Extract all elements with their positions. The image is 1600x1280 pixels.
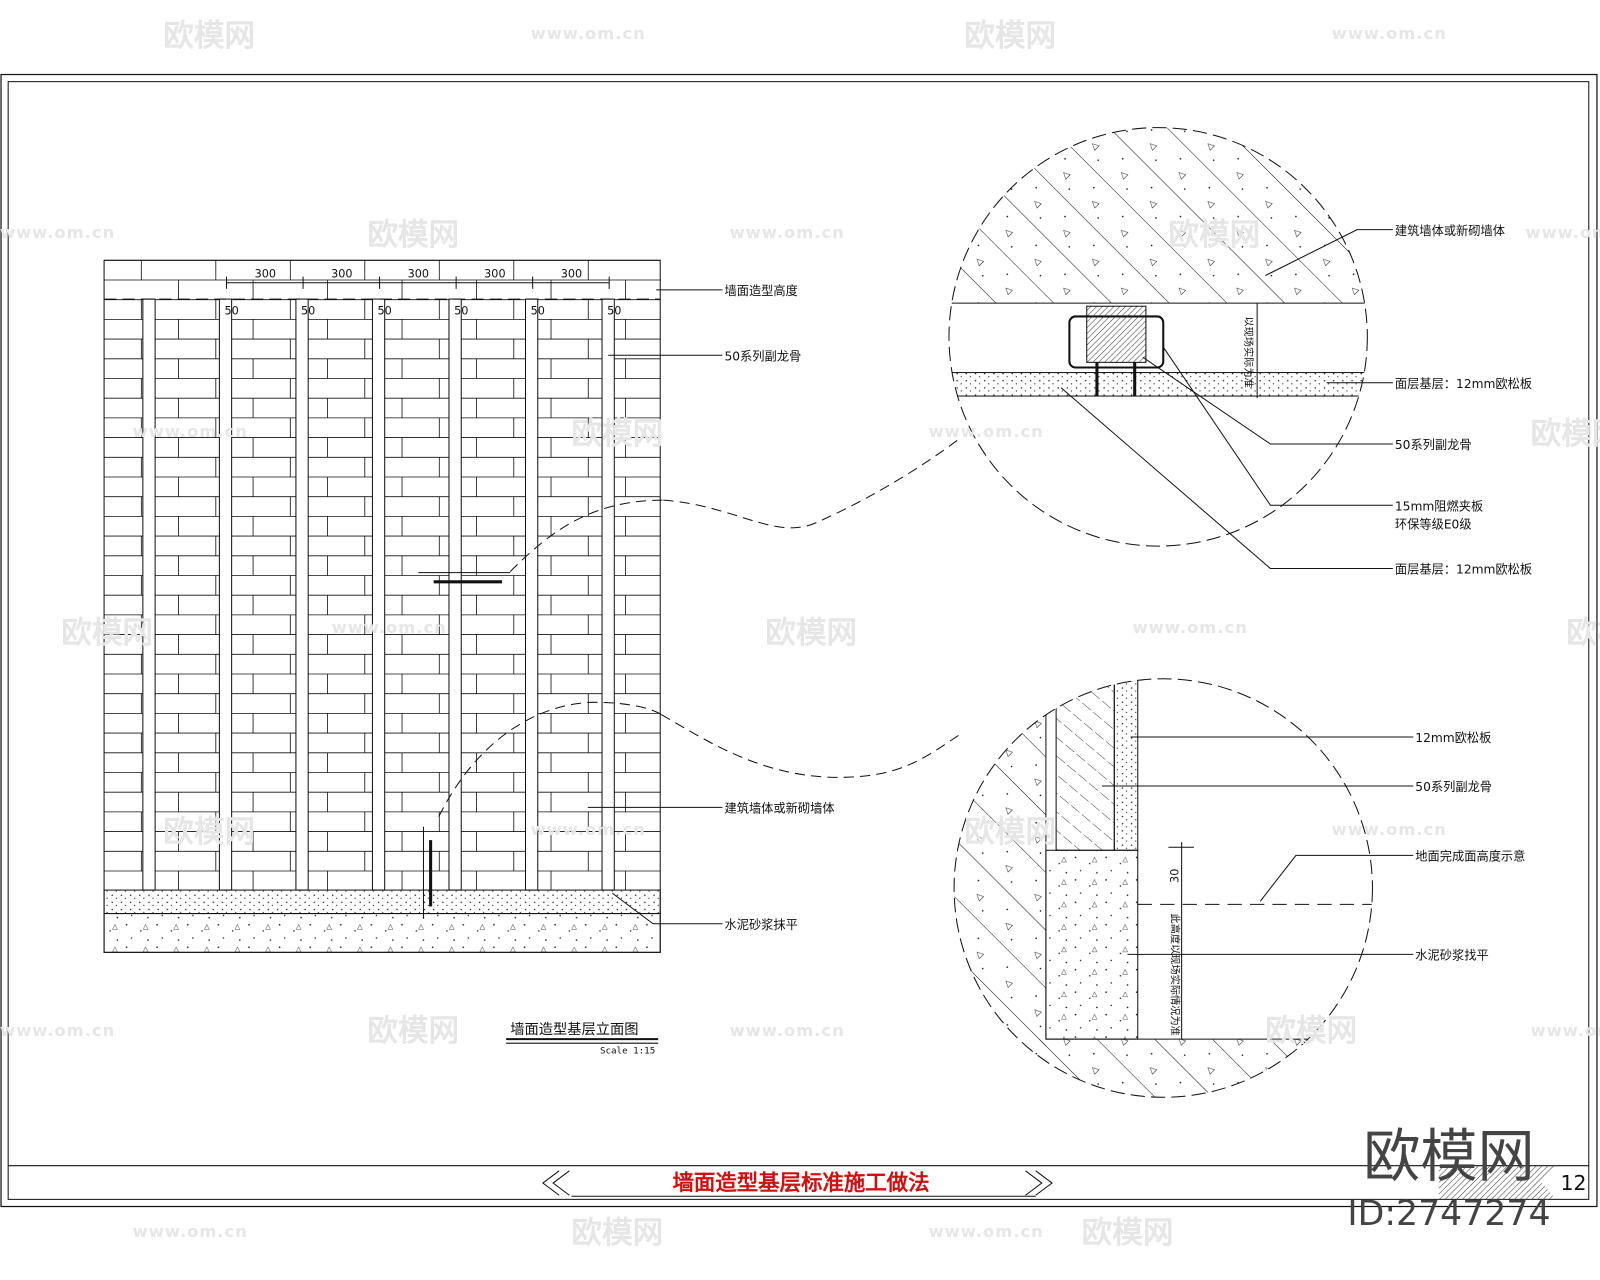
watermark-logo: 欧模网 xyxy=(163,19,255,54)
watermark-url: www.om.cn xyxy=(929,422,1044,441)
detail-callout-top xyxy=(663,438,960,529)
watermark-logo: 欧模网 xyxy=(367,218,459,253)
stud-width-dim: 50 xyxy=(301,304,315,317)
label-bottom-osb: 12mm欧松板 xyxy=(1415,731,1491,745)
title-bar-hatch xyxy=(1438,1165,1557,1200)
label-mortar: 水泥砂浆抹平 xyxy=(724,917,797,932)
stud-spacing-dim: 300 xyxy=(408,268,429,281)
sheet-title: 墙面造型基层标准施工做法 xyxy=(673,1170,930,1196)
stud-width-dim: 50 xyxy=(224,304,238,317)
wall-elevation: 50 50 50 50 50 50 300 300 300 300 300 xyxy=(103,259,661,953)
stud xyxy=(295,298,309,891)
watermark-url: www.om.cn xyxy=(0,223,115,242)
label-top-plywood-grade: 环保等级E0级 xyxy=(1395,518,1472,532)
watermark-logo: 欧模网 xyxy=(1566,616,1600,651)
detail-top-circle xyxy=(948,127,1368,547)
watermark-url: www.om.cn xyxy=(1526,223,1600,242)
detail-bottom-circle xyxy=(953,678,1373,1098)
elevation-title: 墙面造型基层立面图 xyxy=(510,1021,638,1038)
watermark-url: www.om.cn xyxy=(133,422,248,441)
label-bottom-mortar: 水泥砂浆找平 xyxy=(1415,947,1488,962)
watermark-logo: 欧模网 xyxy=(964,815,1056,850)
elevation-scale: Scale 1:15 xyxy=(600,1045,655,1056)
stud xyxy=(448,298,462,891)
top-vertical-note: 以现场实际为准 xyxy=(1242,316,1255,387)
watermark-logo: 欧模网 xyxy=(571,1216,663,1251)
detail-bottom-leaders xyxy=(1102,736,1414,955)
label-top-plywood: 15mm阻燃夹板 xyxy=(1395,498,1483,513)
watermark-url: www.om.cn xyxy=(531,820,646,839)
chevron-left-icon xyxy=(542,1170,570,1196)
stud-spacing-dim: 300 xyxy=(255,268,276,281)
watermark-url: www.om.cn xyxy=(1133,618,1248,637)
stud-width-dim: 50 xyxy=(607,304,621,317)
stud-spacing-dim: 300 xyxy=(561,268,582,281)
brand-id: ID:2747274 xyxy=(1347,1194,1550,1234)
inner-frame xyxy=(7,81,1590,1200)
watermark-url: www.om.cn xyxy=(1332,24,1447,43)
dim-30: 30 xyxy=(1169,869,1182,883)
watermark-logo: 欧模网 xyxy=(61,616,153,651)
watermark-logo: 欧模网 xyxy=(367,1014,459,1049)
watermark-logo: 欧模网 xyxy=(765,616,857,651)
watermark-url: www.om.cn xyxy=(730,223,845,242)
label-wall: 建筑墙体或新砌墙体 xyxy=(724,801,834,816)
watermark-logo: 欧模网 xyxy=(1265,1014,1357,1049)
title-bar: 墙面造型基层标准施工做法 12 xyxy=(542,1165,1586,1200)
label-top-face-base: 面层基层：12mm欧松板 xyxy=(1395,377,1532,391)
plywood-block xyxy=(1086,305,1147,363)
watermark-logo: 欧模网 xyxy=(1082,1216,1174,1251)
stud xyxy=(525,298,539,891)
watermark-logo: 欧模网 xyxy=(1168,218,1260,253)
stud-width-dim: 50 xyxy=(531,304,545,317)
watermark-url: www.om.cn xyxy=(1531,1021,1600,1040)
watermark-layer: 欧模网 www.om.cn 欧模网 www.om.cn 欧模网 www.om.cn 欧模网 w… xyxy=(0,19,1600,1251)
floor-slab xyxy=(103,913,661,953)
label-top-base: 面层基层：12mm欧松板 xyxy=(1395,563,1532,577)
stud xyxy=(371,298,386,891)
label-bottom-floor-level: 地面完成面高度示意 xyxy=(1415,848,1525,863)
stud xyxy=(218,298,233,891)
watermark-url: www.om.cn xyxy=(1332,820,1447,839)
watermark-url: www.om.cn xyxy=(531,24,646,43)
brand-logo: 欧模网 xyxy=(1363,1124,1534,1190)
watermark-url: www.om.cn xyxy=(730,1021,845,1040)
watermark-logo: 欧模网 xyxy=(1531,417,1600,452)
stud-spacing-dim: 300 xyxy=(484,268,505,281)
stud xyxy=(142,298,156,891)
stud-width-dim: 50 xyxy=(454,304,468,317)
stud xyxy=(601,298,615,891)
watermark-url: www.om.cn xyxy=(929,1222,1044,1241)
mortar-layer xyxy=(103,889,661,915)
stud-width-dim: 50 xyxy=(378,304,392,317)
elevation-leaders xyxy=(587,289,723,925)
label-stud: 50系列副龙骨 xyxy=(724,348,801,363)
watermark-url: www.om.cn xyxy=(0,1021,115,1040)
outer-frame xyxy=(0,73,1598,1208)
chevron-right-icon xyxy=(1025,1170,1053,1196)
watermark-logo: 欧模网 xyxy=(571,417,663,452)
watermark-url: www.om.cn xyxy=(133,1222,248,1241)
detail-top-leaders xyxy=(1060,229,1393,570)
watermark-logo: 欧模网 xyxy=(964,19,1056,54)
label-top-wall: 建筑墙体或新砌墙体 xyxy=(1395,223,1505,238)
page-number: 12 xyxy=(1560,1171,1586,1195)
watermark-logo: 欧模网 xyxy=(163,815,255,850)
watermark-url: www.om.cn xyxy=(332,618,447,637)
label-wall-height: 墙面造型高度 xyxy=(724,283,797,298)
detail-callout-bottom xyxy=(660,714,960,778)
label-top-stud: 50系列副龙骨 xyxy=(1395,437,1472,452)
bottom-vertical-note: 此高度以现场实际情况为准 xyxy=(1168,914,1181,1036)
label-bottom-stud: 50系列副龙骨 xyxy=(1415,779,1492,794)
stud-spacing-dim: 300 xyxy=(331,268,352,281)
detail-top-section xyxy=(948,127,1368,399)
